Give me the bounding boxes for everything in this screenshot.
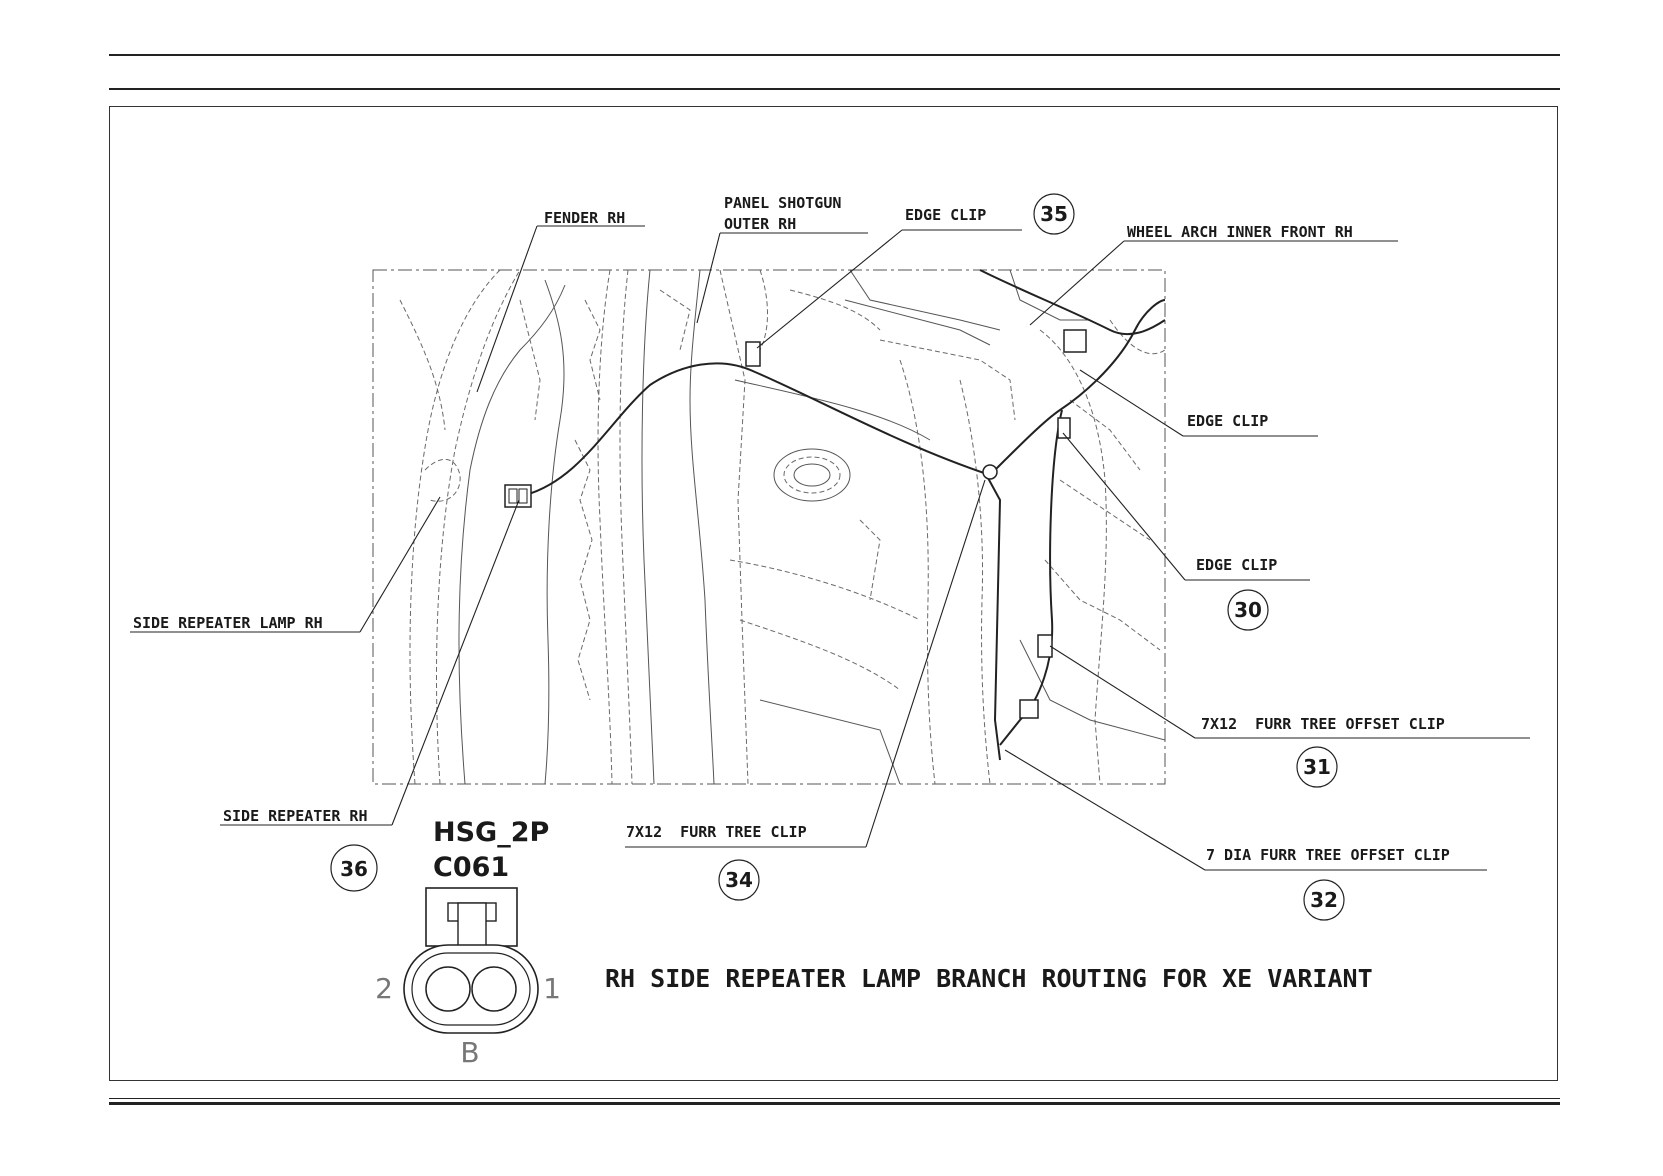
label-panel-shotgun-line1: PANEL SHOTGUN [724,194,841,212]
label-panel-shotgun-line2: OUTER RH [724,215,796,233]
callout-36-number: 36 [340,857,368,881]
connector-pin-1: 1 [543,972,561,1005]
footer-rule-thick [109,1102,1560,1105]
callout-31: 31 [1296,746,1338,788]
vehicle-body-linework [399,270,1165,784]
label-dia-furr-tree-offset-clip: 7 DIA FURR TREE OFFSET CLIP [1206,846,1450,864]
callout-35: 35 [1033,193,1075,235]
header-rule-bottom [109,88,1560,90]
connector-housing-label: HSG_2P [433,817,549,848]
label-wheel-arch: WHEEL ARCH INNER FRONT RH [1127,223,1353,241]
callout-32-number: 32 [1310,888,1338,912]
drawing-frame [109,106,1558,1081]
label-edge-clip-mid: EDGE CLIP [1187,412,1268,430]
connector-face-icon [403,887,539,1034]
label-edge-clip-low: EDGE CLIP [1196,556,1277,574]
callout-35-number: 35 [1040,202,1068,226]
label-edge-clip-top: EDGE CLIP [905,206,986,224]
callout-34-number: 34 [725,868,753,892]
detail-view-boundary [372,269,1166,785]
label-side-repeater-lamp: SIDE REPEATER LAMP RH [133,614,323,632]
footer-rule-thin [109,1098,1560,1099]
header-rule-top [109,54,1560,56]
connector-pin-2: 2 [375,972,393,1005]
callout-30: 30 [1227,589,1269,631]
connector-side-b: B [460,1036,479,1069]
label-side-repeater: SIDE REPEATER RH [223,807,368,825]
callout-36: 36 [330,844,378,892]
callout-32: 32 [1303,879,1345,921]
label-furr-tree-offset-clip: 7X12 FURR TREE OFFSET CLIP [1201,715,1445,733]
callout-31-number: 31 [1303,755,1331,779]
callout-34: 34 [718,859,760,901]
connector-id-label: C061 [433,852,509,883]
label-furr-tree-clip: 7X12 FURR TREE CLIP [626,823,807,841]
callout-30-number: 30 [1234,598,1262,622]
leader-lines [130,225,1530,871]
label-fender-rh: FENDER RH [544,209,625,227]
drawing-title: RH SIDE REPEATER LAMP BRANCH ROUTING FOR… [605,964,1373,993]
wire-harness [504,269,1166,761]
